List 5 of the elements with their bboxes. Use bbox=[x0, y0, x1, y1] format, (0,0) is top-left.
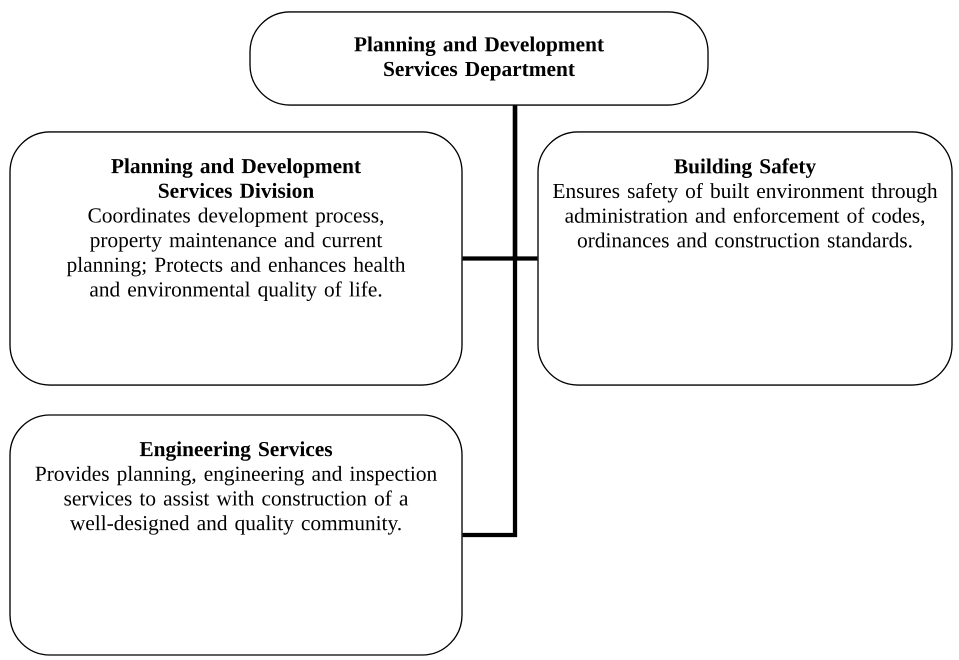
division-box: Building Safety Ensures safety of built environment through administration and enforcement of codes, ordinances and construction standards. bbox=[537, 131, 953, 386]
division-box: Planning and Development Services Division Coordinates development process, property maintenance and current planning; Protects and enhances health and environmental quality of life. bbox=[9, 131, 463, 386]
connector-line bbox=[462, 106, 518, 538]
department-box: Planning and Development Services Department bbox=[249, 11, 709, 106]
division-box: Engineering Services Provides planning, engineering and inspection services to assist with construction of a well-designed and quality community. bbox=[9, 414, 463, 656]
